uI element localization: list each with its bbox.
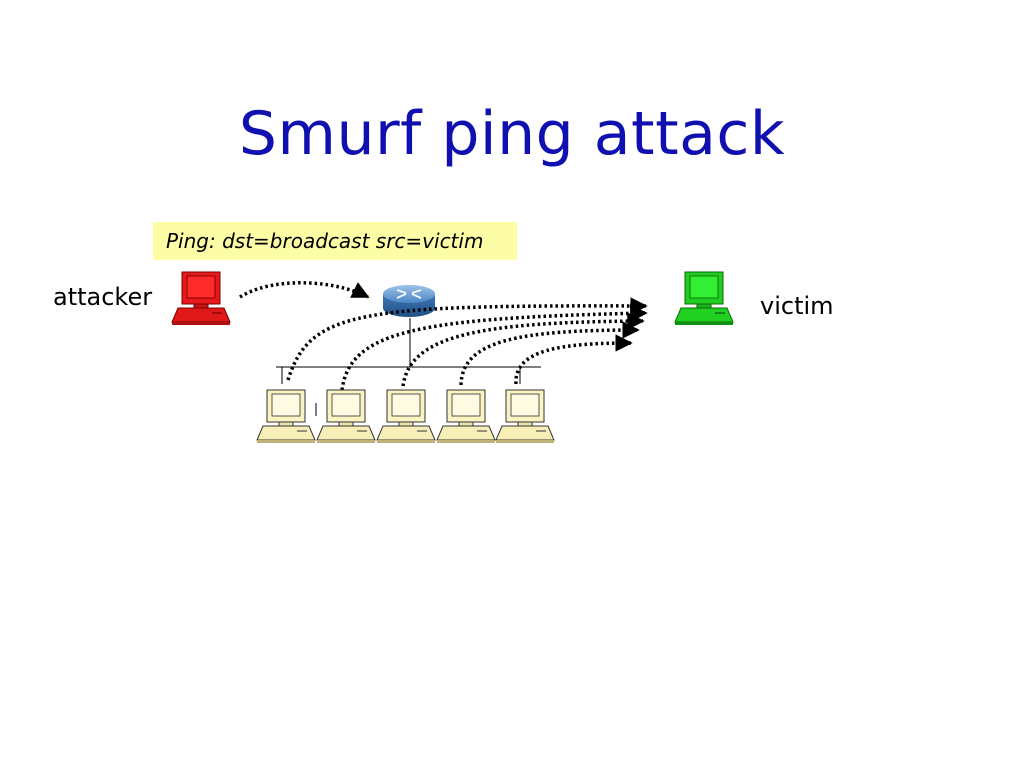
lan-wiring — [276, 318, 541, 416]
attacker-to-router-arrow — [239, 281, 370, 299]
ping-callout: Ping: dst=broadcast src=victim — [153, 222, 517, 260]
reply-arrow — [514, 334, 633, 385]
victim-computer-icon — [674, 271, 734, 325]
reply-arrow — [286, 297, 648, 381]
reply-arrow — [401, 312, 645, 387]
host-computer-icon — [256, 389, 316, 443]
attacker-computer-icon — [171, 271, 231, 325]
host-computer-icon — [436, 389, 496, 443]
host-computer-icon — [316, 389, 376, 443]
victim-label: victim — [760, 292, 834, 320]
host-computer-icon — [495, 389, 555, 443]
host-computer-icon — [376, 389, 436, 443]
attacker-label: attacker — [53, 283, 153, 311]
reply-arrow — [340, 304, 648, 391]
router-icon — [383, 285, 435, 317]
reply-arrow — [459, 321, 640, 386]
slide-title: Smurf ping attack — [238, 99, 786, 169]
